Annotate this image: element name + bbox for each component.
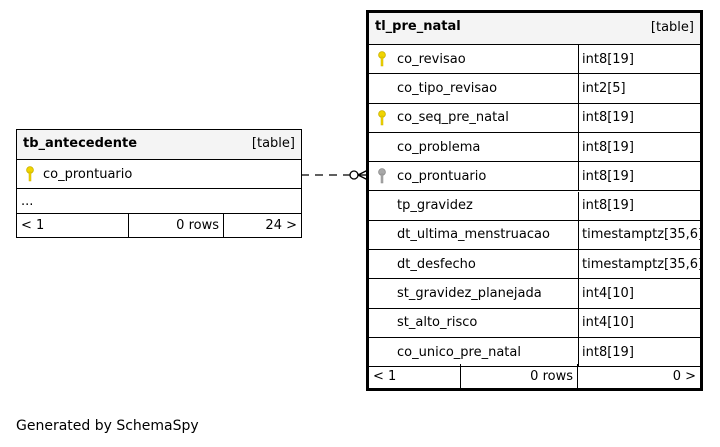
column-name: co_unico_pre_natal (397, 344, 521, 360)
primary-key-icon (378, 51, 386, 67)
column-row[interactable]: st_gravidez_planejada int4[10] (369, 279, 700, 309)
optional-circle (349, 170, 359, 180)
table-footer: < 1 0 rows 24 > (17, 213, 301, 237)
table-header: tb_antecedente [table] (17, 130, 301, 160)
foreign-key-icon (378, 168, 386, 184)
column-row[interactable]: co_prontuario int8[19] (369, 162, 700, 192)
column-row[interactable]: co_seq_pre_natal int8[19] (369, 103, 700, 133)
table-name: tl_pre_natal (375, 19, 461, 34)
footer-rows: 0 rows (460, 364, 577, 388)
column-type: timestamptz[35,6] (578, 220, 703, 250)
column-row[interactable]: dt_desfecho timestamptz[35,6] (369, 250, 703, 280)
generated-by-caption: Generated by SchemaSpy (16, 418, 199, 434)
column-row[interactable]: dt_ultima_menstruacao timestamptz[35,6] (369, 220, 703, 251)
column-type: int2[5] (578, 74, 700, 103)
column-type: int8[19] (578, 338, 700, 367)
primary-key-icon (378, 109, 386, 125)
table-kind: [table] (251, 136, 295, 151)
more-columns-row: ... (17, 189, 301, 214)
table-kind: [table] (650, 20, 694, 35)
footer-rows: 0 rows (128, 213, 223, 237)
column-name: co_seq_pre_natal (397, 110, 509, 126)
footer-next: 24 > (223, 213, 301, 237)
column-name: st_alto_risco (397, 315, 478, 331)
footer-next: 0 > (577, 364, 700, 388)
footer-prev: < 1 (21, 217, 45, 233)
column-row[interactable]: co_unico_pre_natal int8[19] (369, 338, 700, 368)
table-header: tl_pre_natal [table] (369, 13, 700, 45)
column-name: dt_ultima_menstruacao (397, 227, 550, 243)
column-row[interactable]: tp_gravidez int8[19] (369, 191, 700, 221)
column-type: int8[19] (578, 45, 700, 74)
table-name: tb_antecedente (23, 136, 138, 151)
column-name: co_tipo_revisao (397, 80, 498, 96)
column-name: co_revisao (397, 51, 466, 67)
column-name: dt_desfecho (397, 256, 476, 272)
table-tb-antecedente[interactable]: tb_antecedente [table] co_prontuario ...… (16, 129, 302, 238)
column-row[interactable]: co_tipo_revisao int2[5] (369, 74, 700, 104)
column-name: co_prontuario (43, 166, 133, 182)
column-type: int8[19] (578, 103, 700, 132)
table-footer: < 1 0 rows 0 > (369, 364, 700, 388)
column-type: int4[10] (578, 279, 700, 308)
column-row[interactable]: co_revisao int8[19] (369, 45, 700, 75)
column-name: tp_gravidez (397, 198, 473, 214)
footer-prev: < 1 (373, 368, 397, 384)
column-name: co_prontuario (397, 168, 487, 184)
column-type: timestamptz[35,6] (578, 250, 703, 279)
column-type: int8[19] (578, 132, 700, 162)
column-row[interactable]: co_problema int8[19] (369, 132, 700, 163)
column-row[interactable]: st_alto_risco int4[10] (369, 308, 700, 338)
ellipsis: ... (21, 193, 34, 209)
column-row[interactable]: co_prontuario (17, 160, 301, 189)
primary-key-icon (26, 166, 34, 182)
column-type: int4[10] (578, 308, 700, 337)
column-type: int8[19] (578, 191, 700, 220)
column-name: st_gravidez_planejada (397, 286, 542, 302)
column-type: int8[19] (578, 162, 700, 191)
column-name: co_problema (397, 139, 481, 155)
